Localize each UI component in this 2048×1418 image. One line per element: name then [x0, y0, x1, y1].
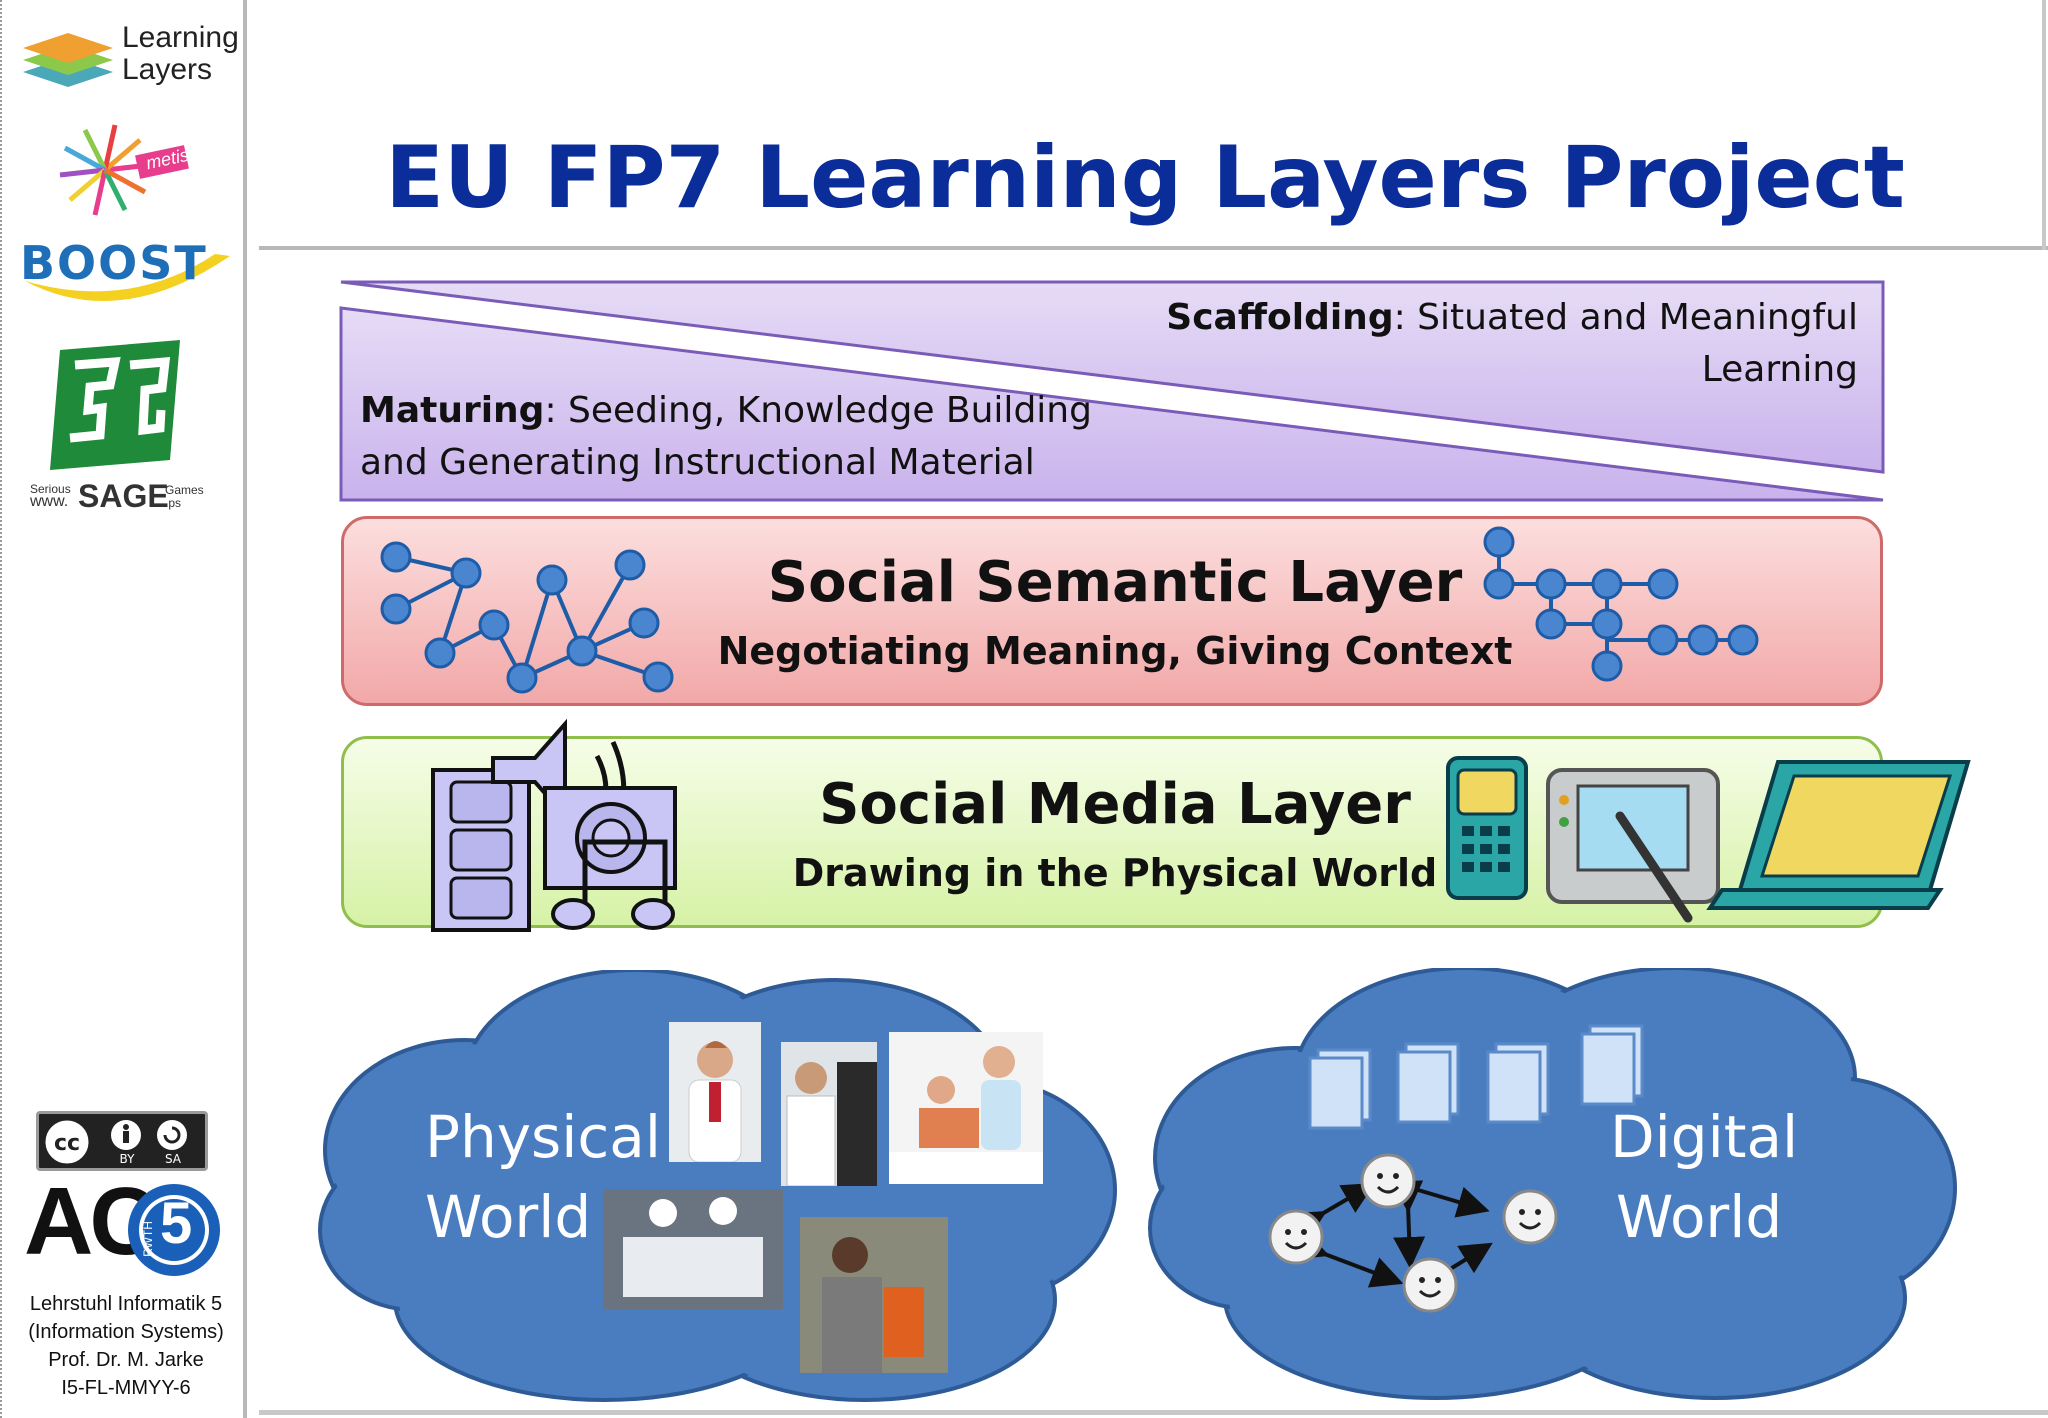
sa-icon: [157, 1120, 187, 1150]
tree-graph-icon-right: [1483, 526, 1759, 682]
smiley-faces: [1268, 1153, 1558, 1313]
social-semantic-layer-subtitle: Negotiating Meaning, Giving Context: [717, 629, 1513, 673]
boost-logo: BOOST: [20, 236, 208, 290]
maturing-desc-2: and Generating Instructional Material: [360, 442, 1035, 483]
digital-world-line1: Digital: [1610, 1103, 1799, 1171]
mobile-phone-icon: [1446, 756, 1528, 900]
photo-mechanic: [800, 1217, 948, 1373]
document-icon-2: [1396, 1042, 1460, 1124]
multimedia-icons: [431, 718, 677, 932]
social-semantic-layer-title: Social Semantic Layer: [767, 550, 1463, 615]
metis-logo: [59, 124, 189, 216]
social-media-layer-subtitle: Drawing in the Physical World: [792, 851, 1438, 895]
by-icon: [111, 1120, 141, 1150]
footer-line-code: I5-FL-MMYY-6: [61, 1377, 191, 1399]
music-note-icon: [551, 839, 675, 930]
digital-world-line2: World: [1616, 1183, 1783, 1251]
learning-layers-logo-text: Learning Layers: [122, 21, 239, 86]
document-icon-3: [1486, 1042, 1550, 1124]
title-divider: [259, 246, 2048, 250]
laptop-icon: [1706, 760, 1971, 910]
photo-engineers: [603, 1189, 783, 1309]
smiley-network-icon: [1268, 1153, 1558, 1313]
film-strip-icon: [431, 768, 531, 932]
title-right-border: [2042, 0, 2046, 250]
camera-icon: [543, 786, 677, 890]
document-icon-4: [1580, 1024, 1644, 1106]
maturing-title: Maturing: [360, 390, 545, 431]
digital-world-cloud: [1148, 968, 1957, 1400]
scaffolding-desc-1: : Situated and Meaningful: [1393, 297, 1858, 338]
sidebar: [0, 0, 247, 1418]
slide-title: EU FP7 Learning Layers Project: [385, 128, 1905, 228]
scaffolding-triangle: [340, 280, 1885, 474]
physical-world-line2: World: [425, 1183, 592, 1251]
device-icons: [1446, 756, 1971, 923]
boost-logo-swoosh: [25, 254, 230, 301]
cc-license-badge: cc BY SA: [36, 1111, 208, 1171]
social-media-layer-title: Social Media Layer: [819, 772, 1411, 837]
footer-line-systems: (Information Systems): [28, 1321, 224, 1343]
cc-icon: cc: [42, 1117, 92, 1167]
cc-by-label: BY: [119, 1152, 135, 1166]
cc-sa-label: SA: [164, 1152, 182, 1166]
physical-world-line1: Physical: [425, 1103, 661, 1171]
rwth-i5-logo: [128, 1184, 220, 1276]
sage-logo-www: www.: [30, 493, 69, 510]
digital-world-label: Digital World: [1610, 1097, 1798, 1257]
photo-consultation: [781, 1042, 877, 1186]
bottom-divider: [259, 1410, 2048, 1415]
maturing-triangle: [339, 306, 1884, 502]
scaffolding-label: Scaffolding: Situated and Meaningful Lea…: [1100, 292, 1858, 396]
maturing-desc-1: : Seeding, Knowledge Building: [544, 390, 1092, 431]
physical-world-label: Physical World: [425, 1097, 661, 1257]
footer-line-professor: Prof. Dr. M. Jarke: [48, 1349, 204, 1371]
graphics-tablet-icon: [1546, 768, 1720, 923]
learning-layers-logo: [23, 33, 113, 87]
photo-doctor: [669, 1022, 761, 1162]
social-semantic-layer: [341, 516, 1883, 706]
maturing-label: Maturing: Seeding, Knowledge Building an…: [360, 385, 1260, 489]
scaffolding-title: Scaffolding: [1166, 297, 1394, 338]
sage-logo-name: SAGE: [78, 478, 169, 514]
network-graph-icon-left: [380, 541, 674, 694]
sage-logo-small: Serious: [30, 482, 71, 496]
sage-logo-icon: [50, 340, 180, 470]
document-stack-icons: [1308, 1024, 1644, 1130]
scaffolding-maturing-wedge: [339, 280, 1885, 502]
document-icon-1: [1308, 1048, 1372, 1130]
svg-text:cc: cc: [54, 1131, 80, 1156]
sage-logo-games: Games: [165, 483, 204, 497]
sidebar-footer: Lehrstuhl Informatik 5 (Information Syst…: [8, 1290, 244, 1402]
scaffolding-desc-2: Learning: [1701, 349, 1858, 390]
rwth-i5-number: 5: [160, 1191, 193, 1256]
rwth-label: RWTH: [140, 1221, 155, 1257]
sage-logo-ps: .ps: [165, 496, 182, 510]
photo-nurse-patient: [889, 1032, 1043, 1184]
footer-line-chair: Lehrstuhl Informatik 5: [29, 1293, 223, 1315]
